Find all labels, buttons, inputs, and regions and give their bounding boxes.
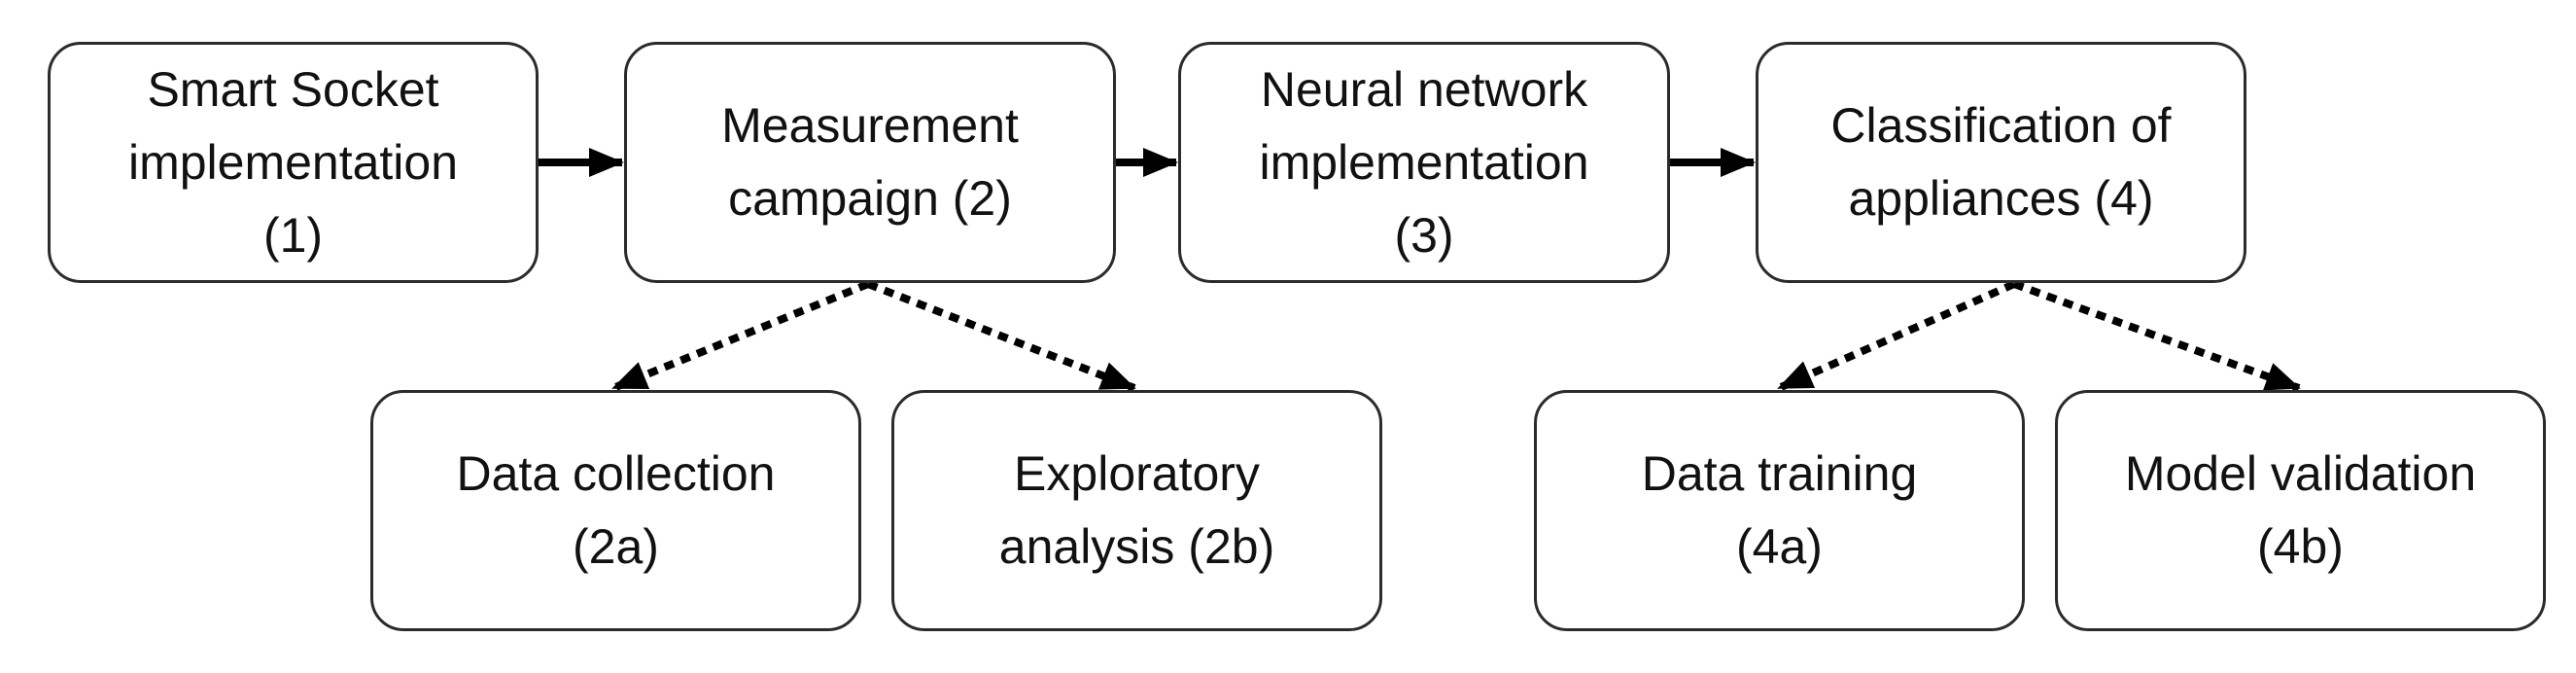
edge-4-to-4a [1777, 280, 2016, 392]
node-data-training: Data training (4a) [1534, 390, 2025, 631]
node-label: Exploratory analysis (2b) [998, 446, 1275, 574]
node-label: Classification of appliances (4) [1830, 98, 2172, 226]
node-smart-socket-implementation: Smart Socket implementation (1) [48, 42, 539, 283]
edge-2-to-2a [611, 280, 870, 392]
edge-4-to-4b [2012, 280, 2301, 392]
node-classification-of-appliances: Classification of appliances (4) [1756, 42, 2246, 283]
node-measurement-campaign: Measurement campaign (2) [624, 42, 1116, 283]
node-label: Data collection (2a) [456, 446, 776, 574]
node-model-validation: Model validation (4b) [2055, 390, 2546, 631]
node-label: Measurement campaign (2) [721, 98, 1019, 226]
node-exploratory-analysis: Exploratory analysis (2b) [891, 390, 1382, 631]
node-label: Data training (4a) [1641, 446, 1918, 574]
node-data-collection: Data collection (2a) [370, 390, 861, 631]
node-neural-network-implementation: Neural network implementation (3) [1178, 42, 1670, 283]
edge-2-to-2b [866, 280, 1136, 392]
node-label: Neural network implementation (3) [1259, 61, 1589, 263]
node-label: Model validation (4b) [2124, 446, 2477, 574]
node-label: Smart Socket implementation (1) [127, 61, 459, 263]
